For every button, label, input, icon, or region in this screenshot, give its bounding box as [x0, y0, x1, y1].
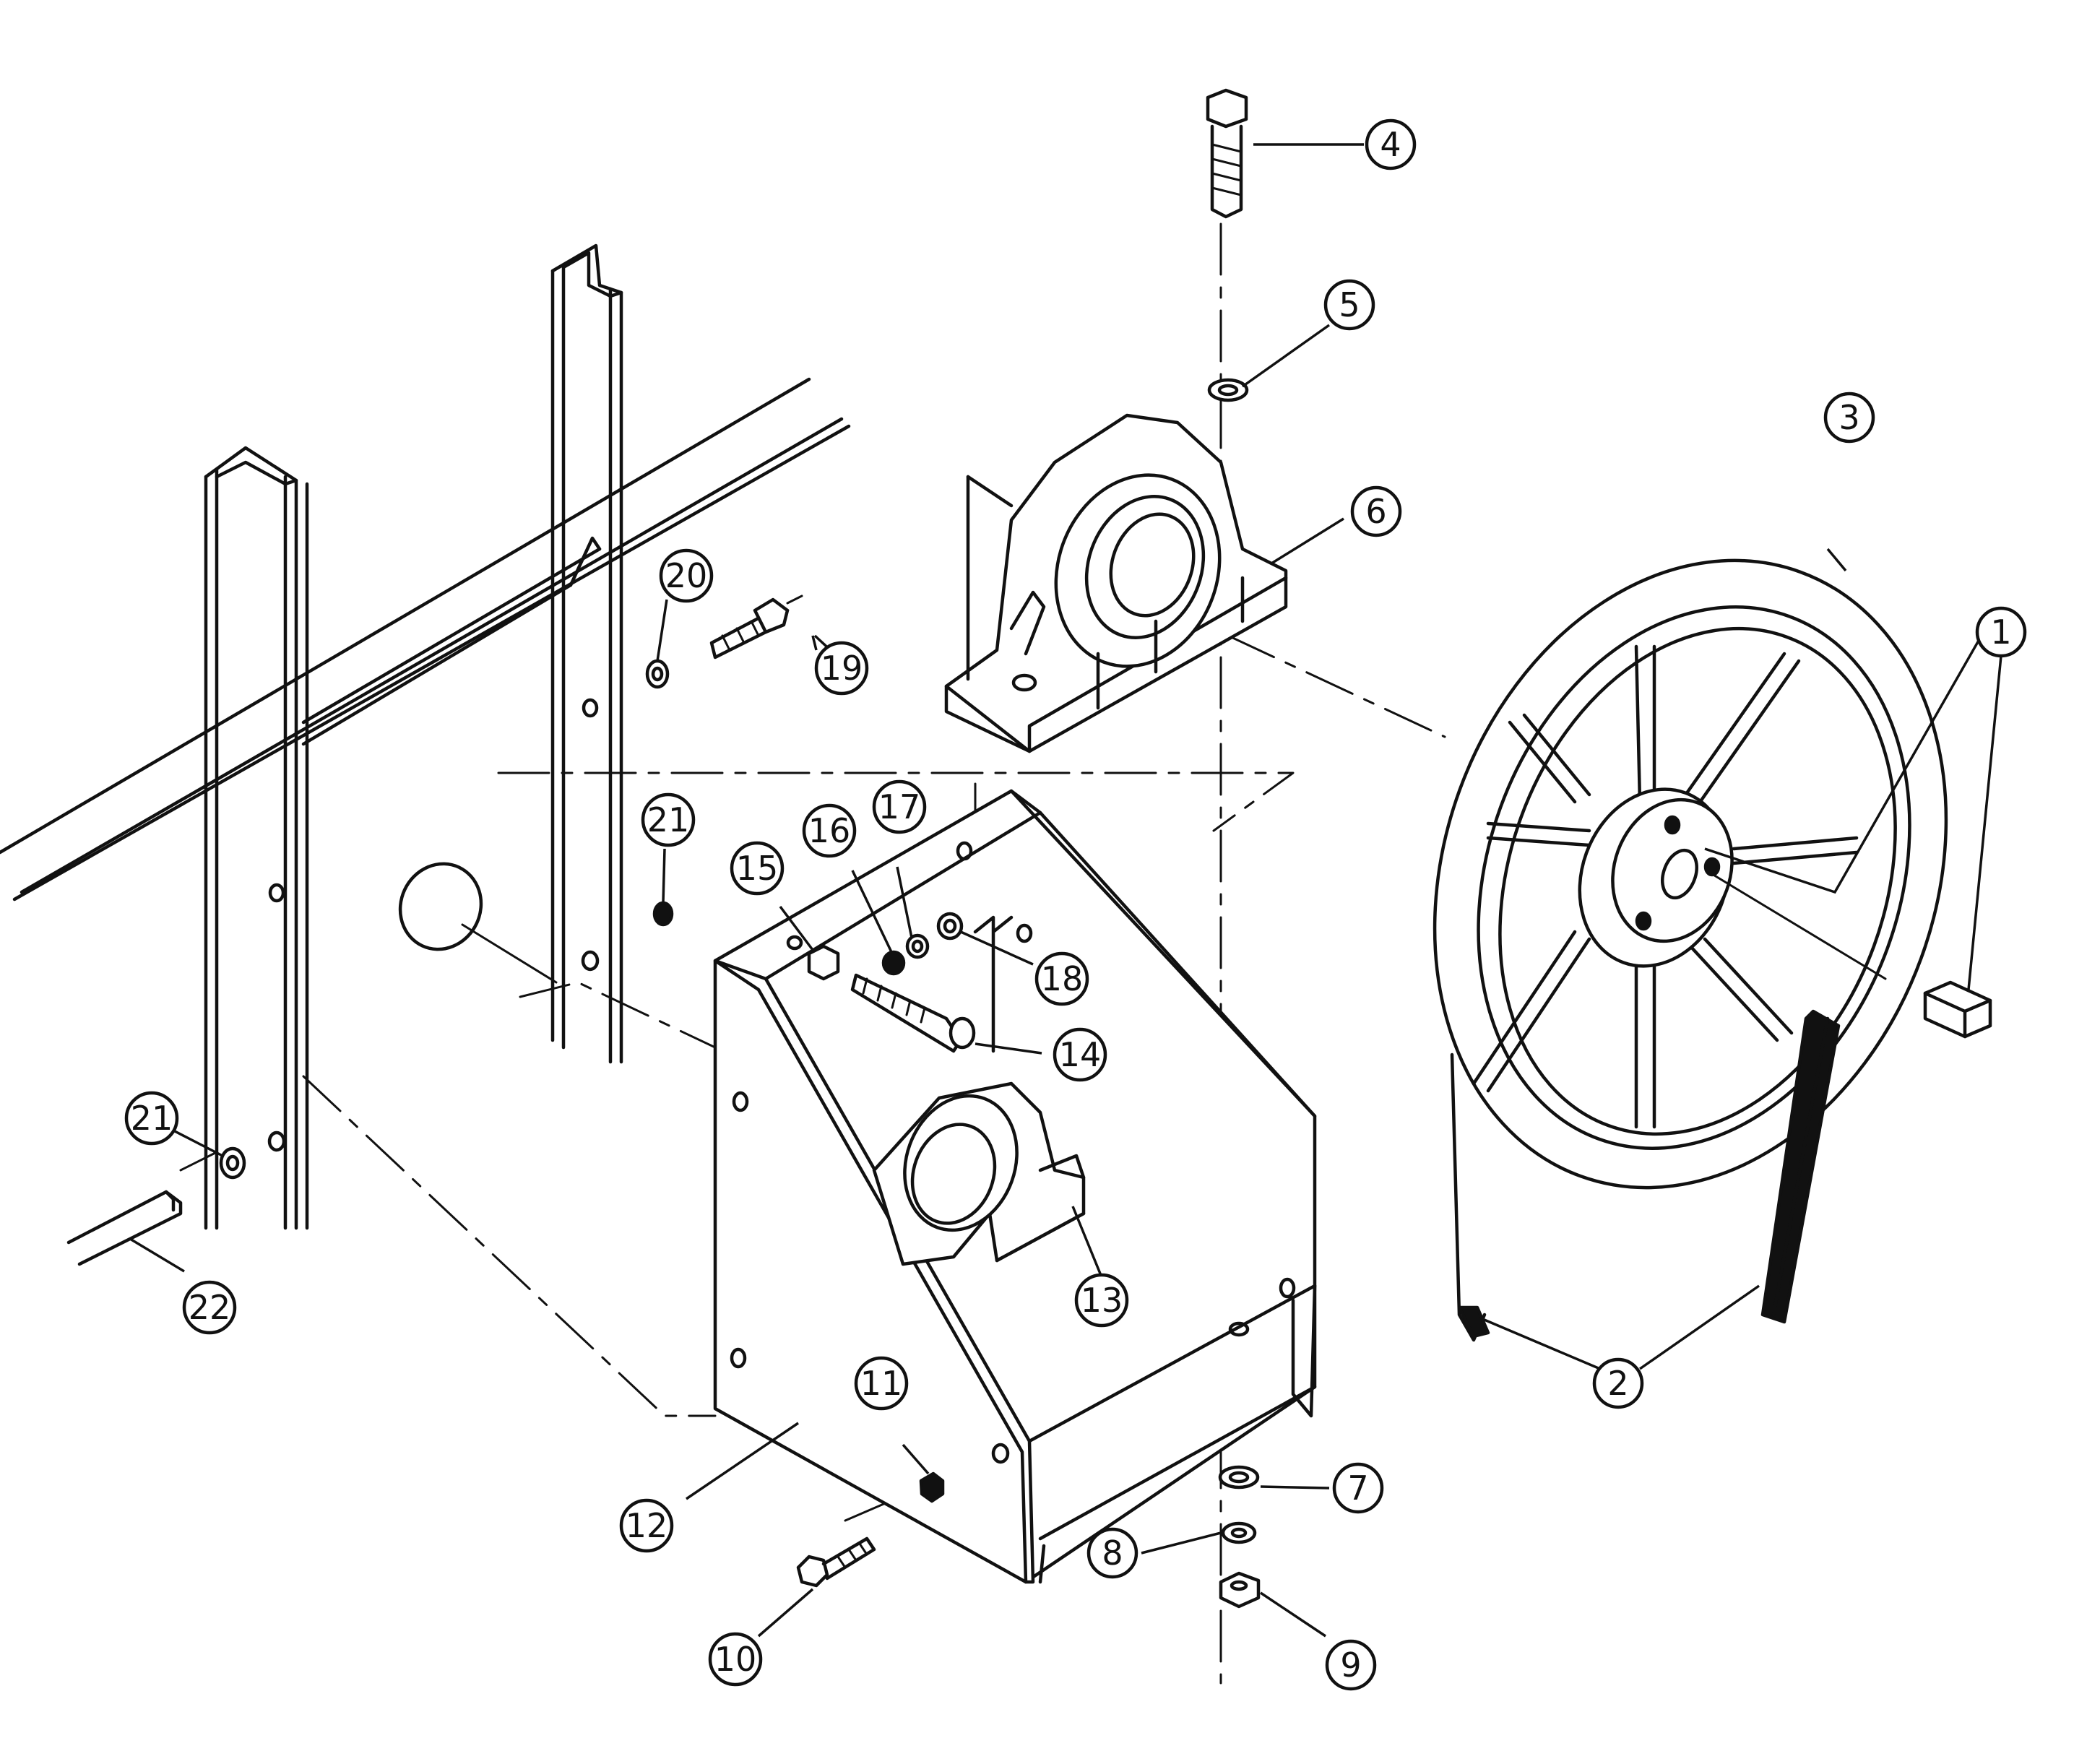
callout-12-label: 12 [626, 1506, 668, 1545]
callout-2: 2 [1592, 1357, 1644, 1409]
callout-12: 12 [619, 1498, 674, 1553]
callout-16-label: 16 [808, 811, 851, 850]
callout-21-upper-label: 21 [647, 800, 690, 839]
screw-and-washer [645, 595, 803, 689]
callout-15-label: 15 [736, 849, 779, 888]
callout-4: 4 [1365, 118, 1417, 170]
callout-4-label: 4 [1380, 125, 1401, 164]
support-bracket [713, 789, 1317, 1584]
callout-5-label: 5 [1339, 285, 1360, 324]
callout-14: 14 [1053, 1027, 1107, 1082]
callout-8: 8 [1086, 1527, 1138, 1579]
adjusting-bolt-assembly [786, 912, 976, 1053]
callout-10-label: 10 [714, 1640, 757, 1679]
callout-11: 11 [854, 1356, 909, 1411]
callout-18-label: 18 [1041, 959, 1084, 998]
callout-8-label: 8 [1102, 1534, 1123, 1573]
pulley-wheel [1433, 558, 1948, 1190]
leader-lines [129, 143, 2002, 1638]
washer-top [1207, 378, 1249, 402]
callout-22: 22 [182, 1280, 237, 1335]
callout-16: 16 [802, 803, 857, 858]
callout-6-label: 6 [1365, 492, 1386, 531]
cover-disc [398, 862, 558, 984]
callout-2-label: 2 [1607, 1364, 1628, 1403]
callout-1-label: 1 [1990, 613, 2011, 652]
callout-7-label: 7 [1347, 1469, 1368, 1508]
callout-21-lower-label: 21 [131, 1099, 173, 1138]
callout-21-lower: 21 [124, 1091, 179, 1146]
callout-3-label: 3 [1838, 398, 1859, 437]
bottom-bolt-and-nut [796, 1471, 945, 1588]
washer-21-lower-and-pin [66, 1146, 246, 1266]
callout-1: 1 [1975, 606, 2027, 658]
pillow-block-bearing-upper [944, 413, 1288, 753]
v-belt [1450, 1009, 1841, 1342]
callout-9-label: 9 [1340, 1646, 1361, 1685]
callout-19-label: 19 [821, 649, 863, 688]
callout-3: 3 [1823, 392, 1875, 444]
callout-10: 10 [708, 1632, 763, 1687]
lower-washers-and-nut [1218, 1465, 1261, 1609]
callout-22-label: 22 [189, 1288, 231, 1327]
callout-17-label: 17 [878, 787, 921, 826]
callout-14-label: 14 [1059, 1035, 1102, 1074]
callout-18: 18 [1034, 951, 1089, 1006]
left-channel-post [204, 446, 309, 1230]
callout-20: 20 [659, 548, 714, 603]
callout-21-upper: 21 [641, 792, 696, 847]
hex-bolt-top [1206, 88, 1248, 219]
callout-7: 7 [1332, 1462, 1384, 1514]
callout-6: 6 [1350, 485, 1402, 537]
frame-beams [0, 377, 851, 902]
callout-13: 13 [1074, 1273, 1129, 1328]
callout-5: 5 [1323, 279, 1375, 331]
callout-9: 9 [1325, 1639, 1377, 1691]
washer-21-upper [652, 901, 674, 927]
callout-11-label: 11 [860, 1364, 903, 1403]
callout-15: 15 [730, 841, 785, 896]
callout-13-label: 13 [1081, 1281, 1123, 1320]
callout-19: 19 [814, 641, 869, 696]
middle-channel-post [550, 243, 623, 1064]
callout-20-label: 20 [665, 556, 708, 595]
callout-17: 17 [872, 779, 927, 834]
key [1923, 980, 1992, 1039]
